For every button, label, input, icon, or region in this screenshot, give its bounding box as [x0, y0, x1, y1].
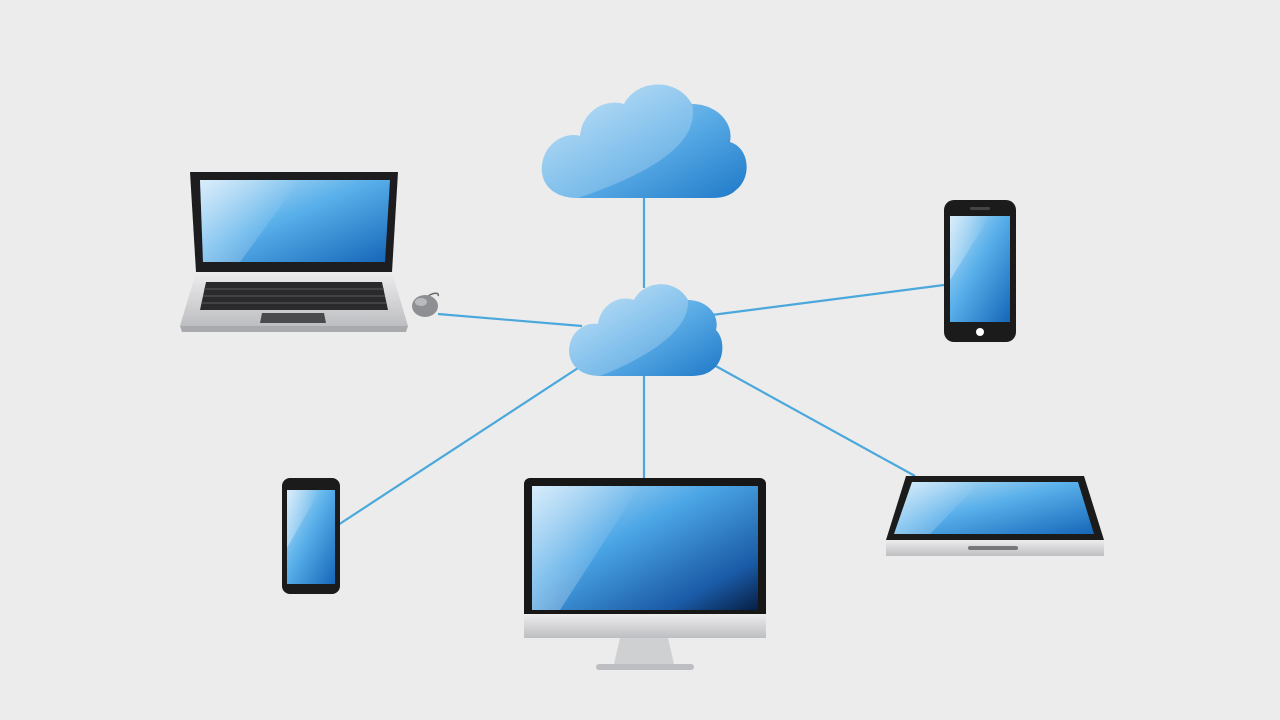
smartphone-icon	[282, 478, 340, 594]
smartphone-icon	[944, 200, 1016, 342]
tablet-icon	[886, 476, 1104, 556]
laptop-icon	[180, 172, 408, 332]
edge-tablet-to-hub	[711, 363, 916, 477]
cloud-icon	[541, 84, 747, 198]
monitor-icon	[524, 478, 766, 670]
cloud-icon	[569, 284, 723, 376]
mouse-icon	[412, 292, 440, 317]
connection-lines	[337, 195, 945, 526]
edge-laptop-to-hub	[437, 312, 583, 328]
edge-phone-right-to-hub	[703, 283, 945, 318]
edge-phone-left-to-hub	[337, 367, 579, 526]
